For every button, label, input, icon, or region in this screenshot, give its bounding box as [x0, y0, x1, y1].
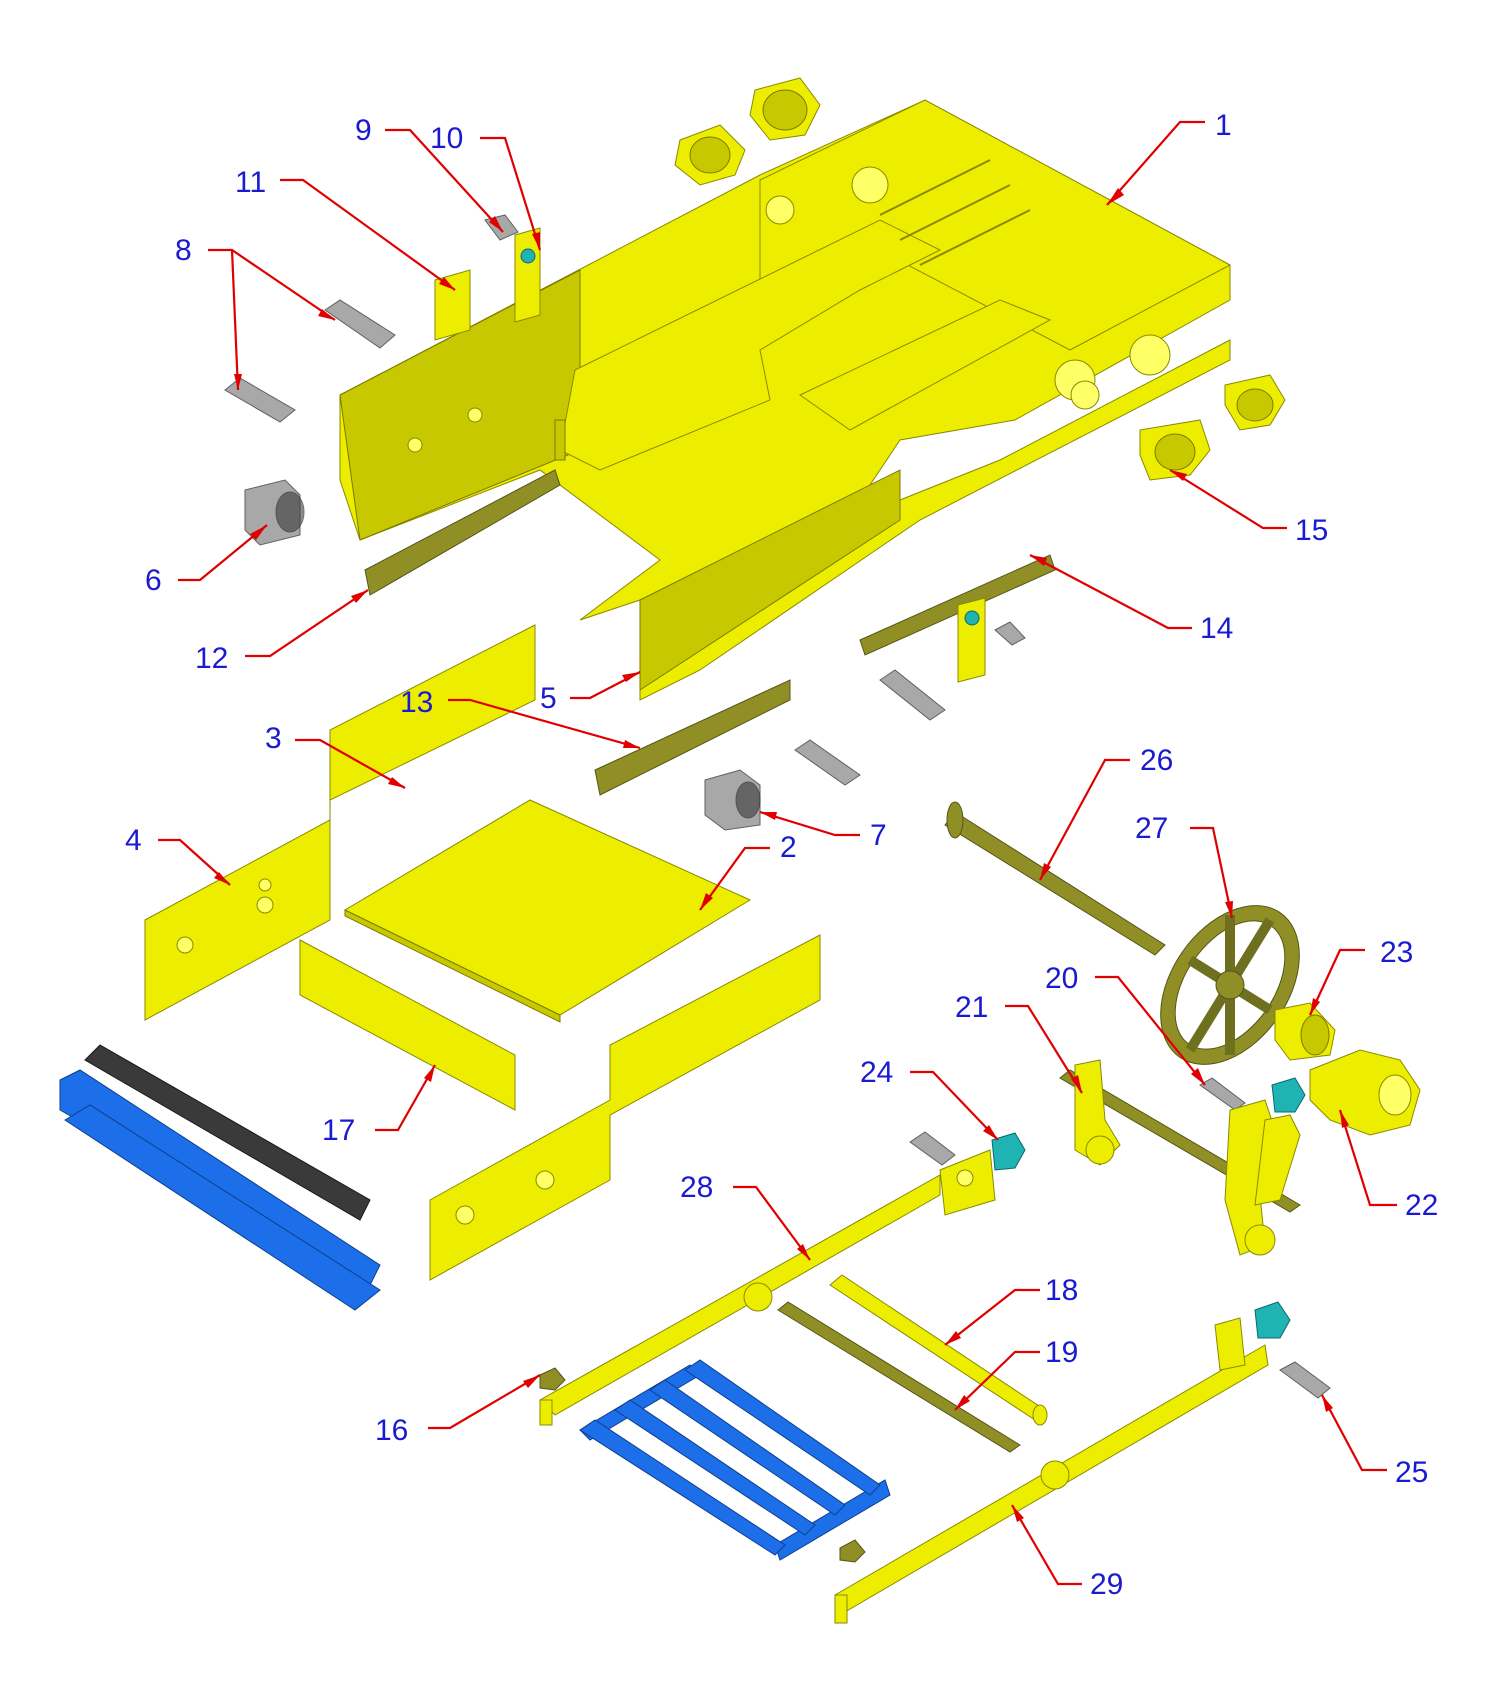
part-24-bushing: [991, 1132, 1026, 1171]
callout-9: 9: [355, 114, 504, 233]
part-15-flange-bearings: [674, 77, 1286, 481]
part-3-4-side-panel-left: [144, 624, 536, 1021]
svg-text:26: 26: [1140, 744, 1173, 777]
callout-17: 17: [322, 1064, 436, 1147]
svg-text:25: 25: [1395, 1456, 1428, 1489]
callout-20: 20: [1045, 962, 1206, 1086]
part-18-rod: [829, 1274, 1048, 1426]
part-11-bracket: [434, 269, 471, 341]
callout-10: 10: [430, 122, 542, 251]
callout-6: 6: [145, 524, 268, 597]
part-23-bushing: [1274, 1002, 1336, 1061]
part-8-pins: [224, 299, 396, 423]
svg-text:28: 28: [680, 1171, 713, 1204]
part-22-housing: [1271, 1049, 1421, 1136]
part-1-main-frame: [339, 99, 1232, 701]
callout-29: 29: [1011, 1504, 1123, 1601]
svg-text:27: 27: [1135, 812, 1168, 845]
part-19-rod: [777, 1301, 1021, 1453]
callout-14: 14: [1029, 554, 1233, 645]
svg-text:21: 21: [955, 991, 988, 1024]
part-29-arm: [834, 1317, 1269, 1624]
svg-text:24: 24: [860, 1056, 893, 1089]
svg-text:8: 8: [175, 234, 192, 267]
part-25-pin: [1254, 1301, 1331, 1399]
part-28-arm: [539, 1149, 996, 1426]
callout-15: 15: [1169, 469, 1328, 547]
svg-text:4: 4: [125, 824, 142, 857]
part-17-bar: [299, 939, 516, 1111]
callout-7: 7: [759, 810, 887, 852]
part-27-pulley: [1160, 905, 1300, 1065]
callout-22: 22: [1338, 1109, 1438, 1222]
part-blue-rail: [59, 1044, 381, 1311]
svg-text:14: 14: [1200, 612, 1233, 645]
part-side-panel-right: [429, 934, 821, 1281]
part-16-clip: [539, 1367, 866, 1563]
callout-4: 4: [125, 824, 231, 886]
svg-text:1: 1: [1215, 109, 1232, 142]
svg-text:10: 10: [430, 122, 463, 155]
part-7-roller: [704, 769, 761, 831]
callout-2: 2: [699, 831, 797, 911]
svg-text:5: 5: [540, 682, 557, 715]
svg-text:18: 18: [1045, 1274, 1078, 1307]
callout-8: 8: [175, 234, 336, 391]
part-21-shaft-arms: [1059, 1059, 1301, 1256]
svg-text:13: 13: [400, 686, 433, 719]
callout-1: 1: [1106, 109, 1232, 206]
part-20-pin: [1199, 1077, 1246, 1111]
svg-text:29: 29: [1090, 1568, 1123, 1601]
callout-21: 21: [955, 991, 1083, 1094]
part-10-link: [514, 227, 541, 323]
callout-24: 24: [860, 1056, 999, 1141]
callout-19: 19: [954, 1336, 1078, 1411]
svg-text:2: 2: [780, 831, 797, 864]
part-12-rail: [364, 469, 561, 596]
svg-text:17: 17: [322, 1114, 355, 1147]
svg-text:9: 9: [355, 114, 372, 147]
svg-text:11: 11: [235, 166, 266, 199]
svg-text:19: 19: [1045, 1336, 1078, 1369]
part-6-roller: [244, 479, 305, 546]
callout-5: 5: [540, 671, 641, 715]
small-link-and-pins-right: [794, 597, 1026, 786]
callout-27: 27: [1135, 812, 1234, 919]
svg-text:22: 22: [1405, 1189, 1438, 1222]
part-2-plate: [343, 799, 752, 1023]
part-26-axle: [944, 801, 1166, 956]
callout-18: 18: [944, 1274, 1078, 1346]
svg-text:20: 20: [1045, 962, 1078, 995]
part-blue-frame: [579, 1359, 891, 1561]
part-pin-24-left: [909, 1131, 956, 1166]
svg-text:3: 3: [265, 722, 282, 755]
callout-25: 25: [1321, 1394, 1428, 1489]
callout-28: 28: [680, 1171, 811, 1261]
callout-11: 11: [235, 166, 456, 291]
callout-26: 26: [1039, 744, 1173, 881]
callout-16: 16: [375, 1374, 541, 1447]
svg-text:12: 12: [195, 642, 228, 675]
callout-3: 3: [265, 722, 406, 789]
callout-13: 13: [400, 686, 641, 750]
svg-text:23: 23: [1380, 936, 1413, 969]
callout-23: 23: [1309, 936, 1413, 1016]
callout-12: 12: [195, 589, 369, 675]
svg-text:6: 6: [145, 564, 162, 597]
svg-text:7: 7: [870, 819, 887, 852]
svg-text:15: 15: [1295, 514, 1328, 547]
svg-text:16: 16: [375, 1414, 408, 1447]
part-13-rail: [594, 679, 791, 796]
